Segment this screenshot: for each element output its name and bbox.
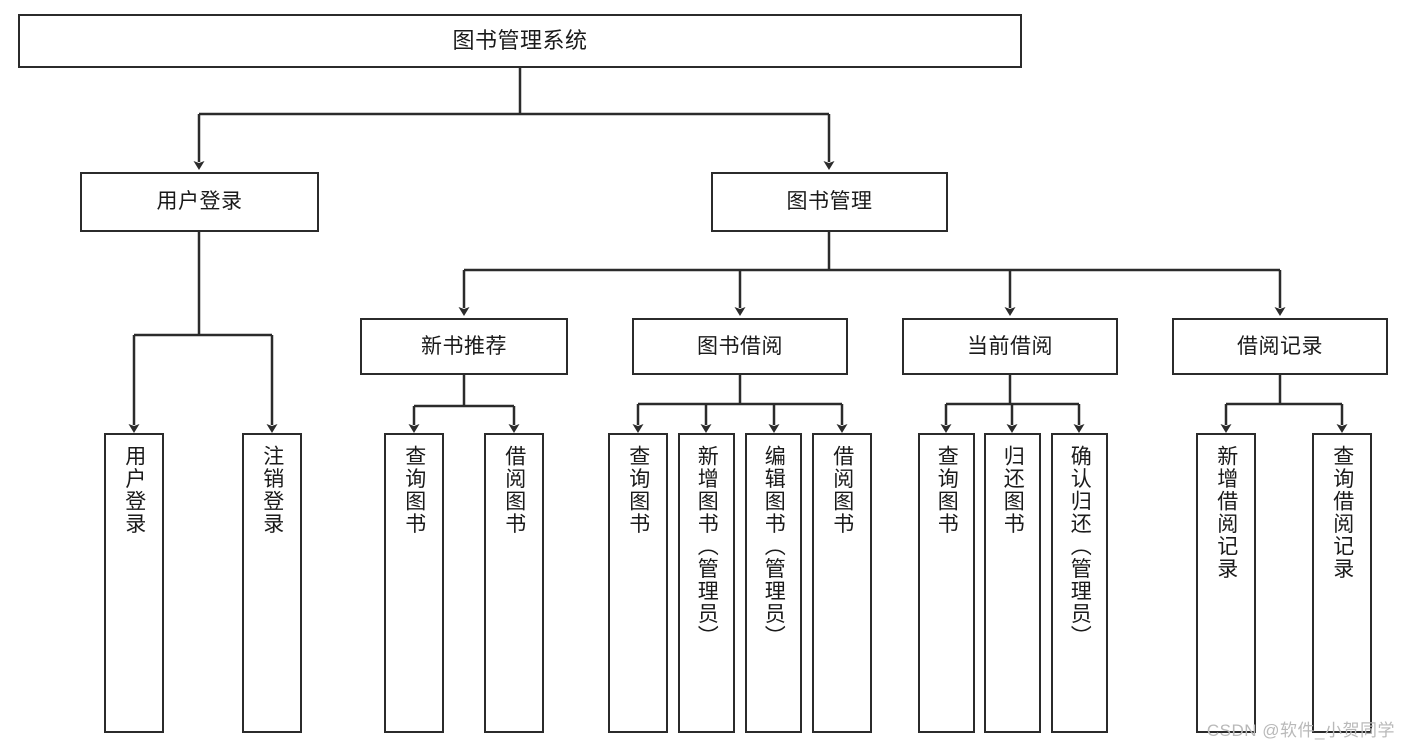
node-leaf-edit-book[interactable]: 编辑图书（管理员） — [745, 433, 802, 733]
node-leaf-return-book[interactable]: 归还图书 — [984, 433, 1041, 733]
node-root-book-management-system[interactable]: 图书管理系统 — [18, 14, 1022, 68]
node-label: 确认归还（管理员） — [1068, 445, 1092, 648]
node-label: 借阅记录 — [1237, 334, 1323, 358]
node-label: 编辑图书（管理员） — [762, 445, 786, 648]
node-label: 借阅图书 — [830, 445, 854, 535]
node-book-borrow[interactable]: 图书借阅 — [632, 318, 848, 375]
node-label: 图书管理 — [786, 190, 873, 214]
node-leaf-add-book[interactable]: 新增图书（管理员） — [678, 433, 735, 733]
node-leaf-logout[interactable]: 注销登录 — [242, 433, 302, 733]
node-borrow-record[interactable]: 借阅记录 — [1172, 318, 1388, 375]
node-leaf-user-login[interactable]: 用户登录 — [104, 433, 164, 733]
node-leaf-borrow-book[interactable]: 借阅图书 — [812, 433, 872, 733]
node-label: 新增图书（管理员） — [695, 445, 719, 648]
node-leaf-add-borrow-record[interactable]: 新增借阅记录 — [1196, 433, 1256, 733]
node-label: 当前借阅 — [967, 334, 1053, 358]
node-leaf-query-borrow-record[interactable]: 查询借阅记录 — [1312, 433, 1372, 733]
node-label: 图书借阅 — [697, 334, 783, 358]
node-label: 查询图书 — [626, 445, 650, 535]
node-leaf-query-book-recommend[interactable]: 查询图书 — [384, 433, 444, 733]
node-book-management[interactable]: 图书管理 — [711, 172, 948, 232]
node-leaf-confirm-return[interactable]: 确认归还（管理员） — [1051, 433, 1108, 733]
node-label: 借阅图书 — [502, 445, 526, 535]
csdn-watermark: CSDN @软件_小贺同学 — [1206, 721, 1395, 740]
node-label: 查询图书 — [935, 445, 959, 535]
node-label: 查询借阅记录 — [1330, 445, 1354, 580]
node-label: 新书推荐 — [421, 334, 507, 358]
node-leaf-query-book-borrow[interactable]: 查询图书 — [608, 433, 668, 733]
node-label: 图书管理系统 — [452, 27, 588, 53]
node-current-borrow[interactable]: 当前借阅 — [902, 318, 1118, 375]
node-leaf-borrow-book-recommend[interactable]: 借阅图书 — [484, 433, 544, 733]
node-label: 用户登录 — [122, 445, 146, 535]
node-label: 查询图书 — [402, 445, 426, 535]
node-leaf-query-book-current[interactable]: 查询图书 — [918, 433, 975, 733]
node-new-book-recommend[interactable]: 新书推荐 — [360, 318, 568, 375]
node-label: 归还图书 — [1001, 445, 1025, 535]
node-user-login[interactable]: 用户登录 — [80, 172, 319, 232]
node-label: 用户登录 — [156, 190, 243, 214]
node-label: 新增借阅记录 — [1214, 445, 1238, 580]
node-label: 注销登录 — [260, 445, 284, 535]
